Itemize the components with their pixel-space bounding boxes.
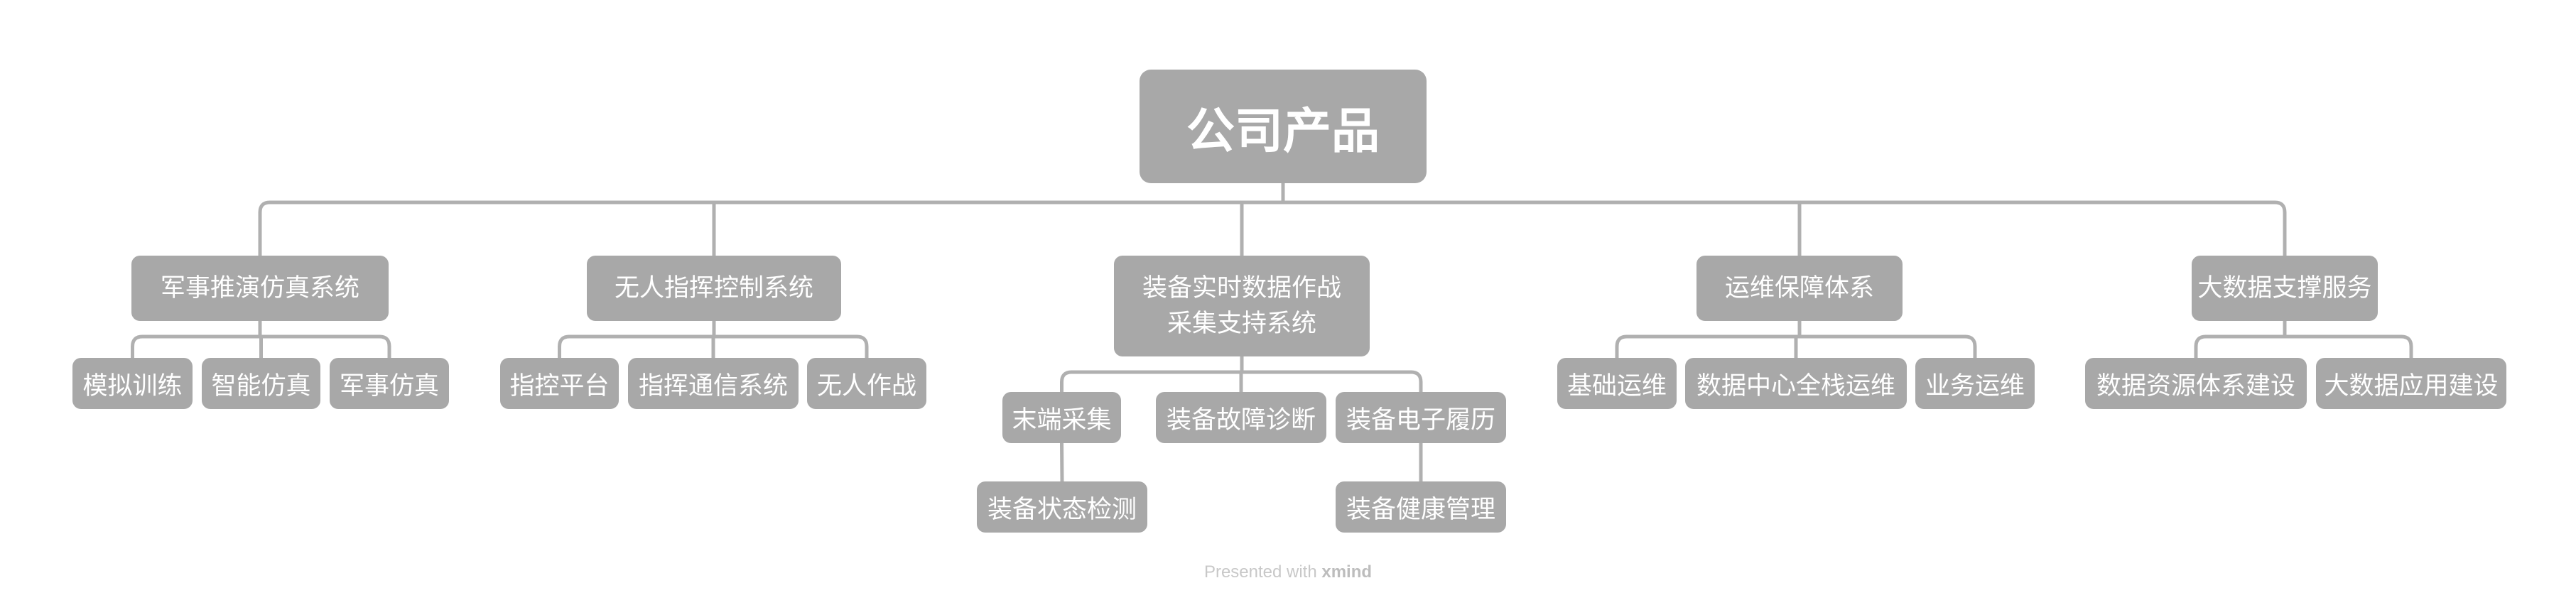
- main-topic[interactable]: 无人指挥控制系统: [587, 256, 841, 321]
- node-label: 末端采集: [1012, 405, 1112, 435]
- node-label: 无人指挥控制系统: [614, 274, 813, 302]
- node-label: 大数据支撑服务: [2197, 274, 2372, 302]
- main-topic[interactable]: 装备实时数据作战 采集支持系统: [1114, 256, 1370, 356]
- subtopic[interactable]: 指控平台: [500, 358, 619, 409]
- node-label: 数据中心全栈运维: [1696, 371, 1895, 400]
- subtopic[interactable]: 智能仿真: [202, 358, 320, 409]
- connector-line: [1409, 370, 1423, 394]
- subtopic[interactable]: 数据中心全栈运维: [1685, 358, 1907, 409]
- connector-line: [131, 334, 144, 360]
- subtopic[interactable]: 数据资源体系建设: [2085, 358, 2307, 409]
- root-topic[interactable]: 公司产品: [1140, 70, 1427, 183]
- subtopic[interactable]: 装备故障诊断: [1156, 392, 1326, 443]
- node-label: 无人作战: [816, 371, 916, 400]
- node-label: 业务运维: [1925, 371, 2025, 400]
- node-label: 装备状态检测: [987, 495, 1137, 524]
- node-label: 智能仿真: [211, 371, 311, 400]
- node-label: 指挥通信系统: [638, 371, 788, 400]
- node-label: 军事推演仿真系统: [160, 274, 359, 302]
- connector-line: [258, 200, 272, 258]
- node-label: 装备电子履历: [1346, 405, 1495, 435]
- main-topic[interactable]: 军事推演仿真系统: [131, 256, 389, 321]
- connector-line: [558, 334, 571, 360]
- sub-subtopic[interactable]: 装备健康管理: [1336, 481, 1506, 533]
- node-label: 装备实时数据作战 采集支持系统: [1142, 274, 1341, 338]
- subtopic[interactable]: 装备电子履历: [1336, 392, 1506, 443]
- connector-line: [377, 334, 391, 360]
- subtopic[interactable]: 末端采集: [1002, 392, 1121, 443]
- connector-line: [2273, 200, 2287, 258]
- subtopic[interactable]: 业务运维: [1915, 358, 2035, 409]
- node-label: 装备故障诊断: [1166, 405, 1316, 435]
- node-label: 模拟训练: [82, 371, 183, 400]
- subtopic[interactable]: 模拟训练: [72, 358, 193, 409]
- main-topic[interactable]: 运维保障体系: [1696, 256, 1903, 321]
- subtopic[interactable]: 大数据应用建设: [2316, 358, 2506, 409]
- node-label: 大数据应用建设: [2324, 371, 2499, 400]
- subtopic[interactable]: 指挥通信系统: [628, 358, 799, 409]
- connector-line: [1963, 334, 1977, 360]
- subtopic[interactable]: 无人作战: [807, 358, 926, 409]
- subtopic[interactable]: 军事仿真: [330, 358, 449, 409]
- main-topic[interactable]: 大数据支撑服务: [2192, 256, 2378, 321]
- node-label: 基础运维: [1566, 371, 1667, 400]
- node-label: 公司产品: [1186, 103, 1380, 160]
- subtopic[interactable]: 基础运维: [1557, 358, 1677, 409]
- connector-line: [2194, 334, 2208, 360]
- node-label: 指控平台: [509, 371, 610, 400]
- node-label: 运维保障体系: [1724, 274, 1874, 302]
- node-label: 装备健康管理: [1346, 495, 1495, 524]
- node-label: 军事仿真: [339, 371, 439, 400]
- connector-line: [855, 334, 869, 360]
- footer-prefix: Presented with: [1203, 562, 1322, 582]
- node-label: 数据资源体系建设: [2096, 371, 2295, 400]
- connector-line: [1060, 370, 1073, 394]
- connector-line: [1060, 441, 1064, 484]
- xmind-brand: xmind: [1321, 562, 1373, 582]
- footer-watermark: Presented with xmind: [0, 562, 2576, 582]
- connector-line: [2399, 334, 2413, 360]
- sub-subtopic[interactable]: 装备状态检测: [977, 481, 1147, 533]
- connector-line: [1615, 334, 1629, 360]
